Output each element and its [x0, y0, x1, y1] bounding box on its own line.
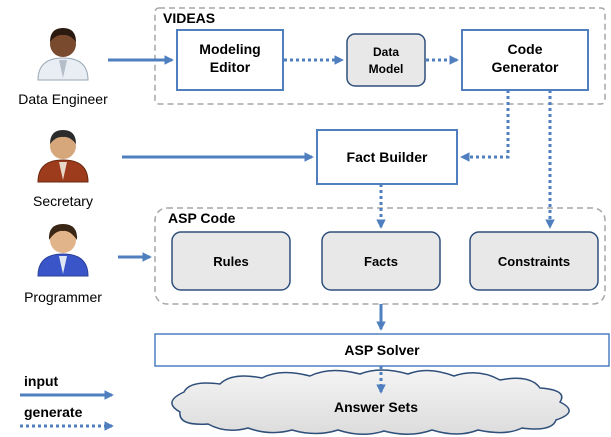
actor-label: Secretary — [33, 193, 93, 209]
actor-label: Programmer — [24, 289, 102, 305]
actor-programmer: Programmer — [24, 224, 102, 305]
code-generator-line1: Code — [508, 41, 543, 57]
node-modeling-editor: Modeling Editor — [176, 29, 284, 91]
node-answer-sets: Answer Sets — [171, 369, 570, 435]
data-model-line2: Model — [369, 62, 404, 76]
modeling-editor-line1: Modeling — [199, 41, 260, 57]
modeling-editor-line2: Editor — [210, 59, 251, 75]
secretary-icon — [37, 130, 89, 183]
data-model-line1: Data — [373, 45, 399, 59]
legend: input generate — [20, 373, 114, 431]
programmer-icon — [37, 224, 89, 277]
facts-label: Facts — [364, 254, 398, 269]
node-facts: Facts — [321, 231, 441, 291]
actor-label: Data Engineer — [18, 91, 108, 107]
actor-secretary: Secretary — [33, 130, 93, 209]
answer-sets-label: Answer Sets — [334, 399, 418, 415]
input-arrows — [108, 55, 386, 331]
node-asp-solver: ASP Solver — [154, 333, 610, 367]
fact-builder-label: Fact Builder — [347, 149, 428, 165]
group-videas-frame — [154, 7, 606, 105]
legend-input-label: input — [24, 373, 59, 389]
constraints-label: Constraints — [498, 254, 570, 269]
node-constraints: Constraints — [469, 231, 599, 291]
node-rules: Rules — [171, 231, 291, 291]
node-fact-builder: Fact Builder — [316, 129, 458, 185]
asp-solver-label: ASP Solver — [344, 342, 420, 358]
group-asp-code-title: ASP Code — [168, 210, 236, 226]
group-videas-title: VIDEAS — [163, 10, 215, 26]
legend-generate-label: generate — [24, 404, 83, 420]
actor-data-engineer: Data Engineer — [18, 28, 108, 107]
node-code-generator: Code Generator — [461, 29, 589, 91]
data-engineer-icon — [37, 28, 89, 81]
answer-sets-cloud-icon — [171, 369, 570, 435]
rules-label: Rules — [213, 254, 248, 269]
code-generator-line2: Generator — [492, 59, 559, 75]
group-videas: VIDEAS — [154, 7, 606, 105]
arrow-generator-to-fact-builder — [460, 90, 510, 162]
generate-arrows — [284, 55, 555, 394]
node-data-model: Data Model — [346, 33, 426, 87]
